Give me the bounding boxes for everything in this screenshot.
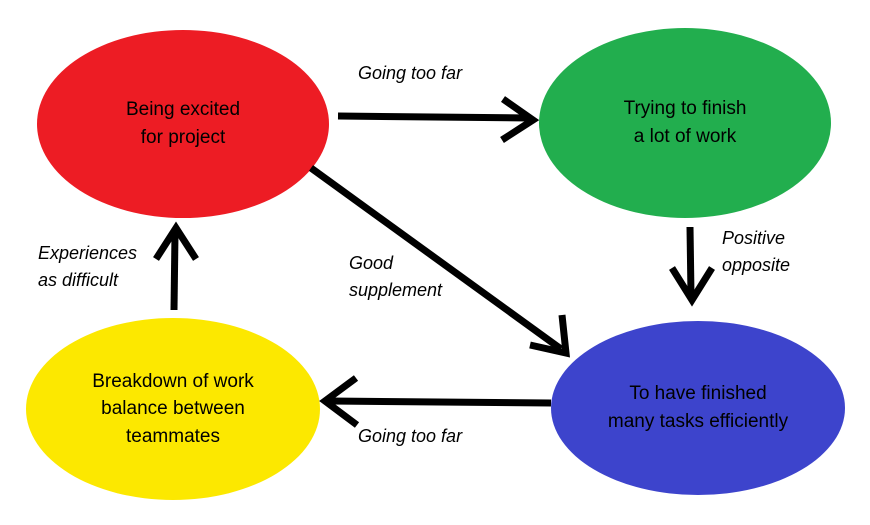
edge-excited-to-finished[interactable] — [308, 165, 570, 358]
edge-finished-to-breakdown[interactable] — [319, 375, 552, 428]
node-being-excited[interactable] — [37, 30, 329, 218]
edge-label-line: opposite — [722, 255, 791, 275]
edge-label-line: Experiences — [38, 243, 138, 263]
edge-breakdown-to-excited[interactable] — [153, 221, 199, 311]
edge-excited-to-trying[interactable] — [337, 96, 540, 143]
edge-label-line: Positive — [722, 228, 786, 248]
arrowhead-icon — [669, 266, 715, 307]
arrowhead-icon — [529, 314, 570, 358]
arrowhead-icon — [319, 375, 360, 428]
edge-line — [170, 232, 179, 311]
edge-label-line: as difficult — [38, 270, 119, 290]
edge-line — [308, 165, 564, 352]
arrowhead-icon — [153, 221, 199, 261]
edge-label-going-too-far-top: Going too far — [358, 60, 462, 87]
edge-line — [686, 226, 695, 296]
edge-label-line: Going too far — [358, 426, 463, 446]
edge-line — [337, 112, 530, 122]
edge-label-line: Going too far — [358, 63, 463, 83]
edge-trying-to-finished[interactable] — [669, 226, 715, 307]
edge-label-good-supplement: Good supplement — [349, 250, 442, 304]
edge-label-experiences-as-difficult: Experiences as difficult — [38, 240, 137, 294]
edge-label-going-too-far-bottom: Going too far — [358, 423, 462, 450]
node-to-have-finished[interactable] — [551, 321, 845, 495]
edge-label-line: Good — [349, 253, 394, 273]
arrowhead-icon — [500, 96, 540, 143]
node-breakdown-of-work[interactable] — [26, 318, 320, 500]
edge-label-line: supplement — [349, 280, 443, 300]
node-trying-to-finish[interactable] — [539, 28, 831, 218]
edge-label-positive-opposite: Positive opposite — [722, 225, 790, 279]
edge-line — [329, 397, 552, 407]
